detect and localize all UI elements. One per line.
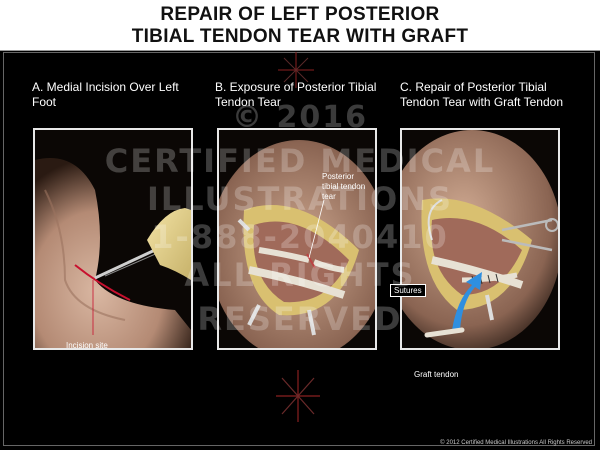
tendon-exposure-illustration — [219, 130, 375, 348]
star-mark-icon-bottom — [276, 370, 320, 422]
title-line-1: REPAIR OF LEFT POSTERIOR — [160, 4, 440, 25]
sutures-label: Sutures — [390, 284, 426, 297]
tendon-graft-repair-illustration — [402, 130, 558, 348]
panel-a-heading: A. Medial Incision Over Left Foot — [32, 80, 179, 109]
content-frame — [3, 52, 595, 446]
graft-tendon-label: Graft tendon — [414, 370, 459, 379]
posterior-tibial-tendon-tear-label: Posterior tibial tendon tear — [322, 172, 366, 201]
panel-c-image — [400, 128, 560, 350]
foot-incision-illustration — [35, 130, 191, 348]
copyright-notice: © 2012 Certified Medical Illustrations A… — [440, 440, 592, 446]
panel-b-heading: B. Exposure of Posterior Tibial Tendon T… — [215, 80, 377, 109]
title-line-2: TIBIAL TENDON TEAR WITH GRAFT — [131, 26, 469, 47]
incision-site-label: Incision site — [66, 341, 108, 350]
panel-c-heading: C. Repair of Posterior Tibial Tendon Tea… — [400, 80, 563, 109]
star-mark-icon-top — [278, 52, 314, 88]
panel-a-image — [33, 128, 193, 350]
title-bar: REPAIR OF LEFT POSTERIOR TIBIAL TENDON T… — [0, 0, 600, 51]
blue-arrow-icon — [452, 272, 482, 330]
panel-b-image — [217, 128, 377, 350]
incision-line — [74, 264, 131, 301]
